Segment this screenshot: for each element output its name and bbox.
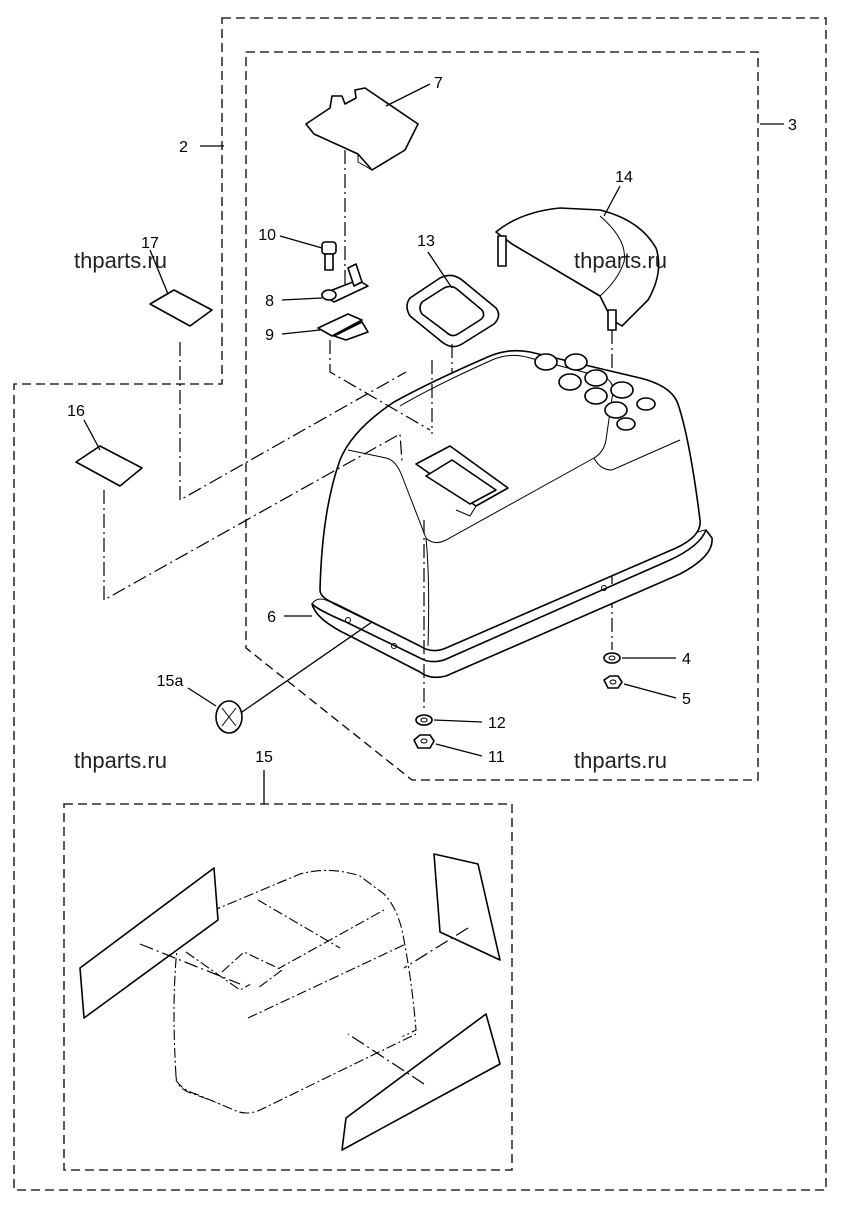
part-13-grommet xyxy=(406,274,500,348)
group-boundary-2 xyxy=(13,17,827,1191)
part-14-rear-cover xyxy=(495,207,660,331)
label-10: 10 xyxy=(258,227,276,244)
label-17: 17 xyxy=(141,235,159,252)
axis-line-9 xyxy=(329,340,431,431)
part-15a-emblem xyxy=(215,700,243,734)
part-17-label xyxy=(149,289,213,327)
part-5-nut xyxy=(603,675,623,689)
label-11: 11 xyxy=(488,749,505,766)
label-16: 16 xyxy=(67,403,85,420)
part-11-nut xyxy=(413,734,435,749)
label-3: 3 xyxy=(788,117,797,134)
socket-bosses xyxy=(534,353,656,431)
watermark-top-left: thparts.ru xyxy=(74,248,167,273)
label-8: 8 xyxy=(265,293,274,310)
label-9: 9 xyxy=(265,327,274,344)
label-4: 4 xyxy=(682,651,691,668)
axis-line-16 xyxy=(103,433,403,602)
group-boundary-3 xyxy=(245,51,759,781)
part-9-bracket xyxy=(317,313,369,341)
part-4-washer xyxy=(603,652,621,664)
label-15a: 15a xyxy=(157,673,184,690)
label-15: 15 xyxy=(255,749,273,766)
label-12: 12 xyxy=(488,715,506,732)
watermark-top-right: thparts.ru xyxy=(574,248,667,273)
part-6-top-cowling xyxy=(311,349,713,679)
axis-line-17 xyxy=(179,342,407,502)
part-10-bolt xyxy=(321,241,337,271)
part-15-decal-set xyxy=(79,853,501,1151)
label-2: 2 xyxy=(179,139,188,156)
watermark-bottom-right: thparts.ru xyxy=(574,748,667,773)
decal-left xyxy=(79,867,219,1019)
label-7: 7 xyxy=(434,75,443,92)
part-7-plate xyxy=(305,87,419,171)
label-14: 14 xyxy=(615,169,633,186)
label-6: 6 xyxy=(267,609,276,626)
group-boundary-15 xyxy=(63,803,513,1171)
part-8-latch xyxy=(321,263,369,303)
leader-15a-to-cowling xyxy=(241,621,373,713)
label-5: 5 xyxy=(682,691,691,708)
watermark-bottom-left: thparts.ru xyxy=(74,748,167,773)
part-12-washer xyxy=(415,714,433,726)
label-13: 13 xyxy=(417,233,435,250)
part-16-label xyxy=(75,445,143,487)
decal-right-upper xyxy=(433,853,501,961)
